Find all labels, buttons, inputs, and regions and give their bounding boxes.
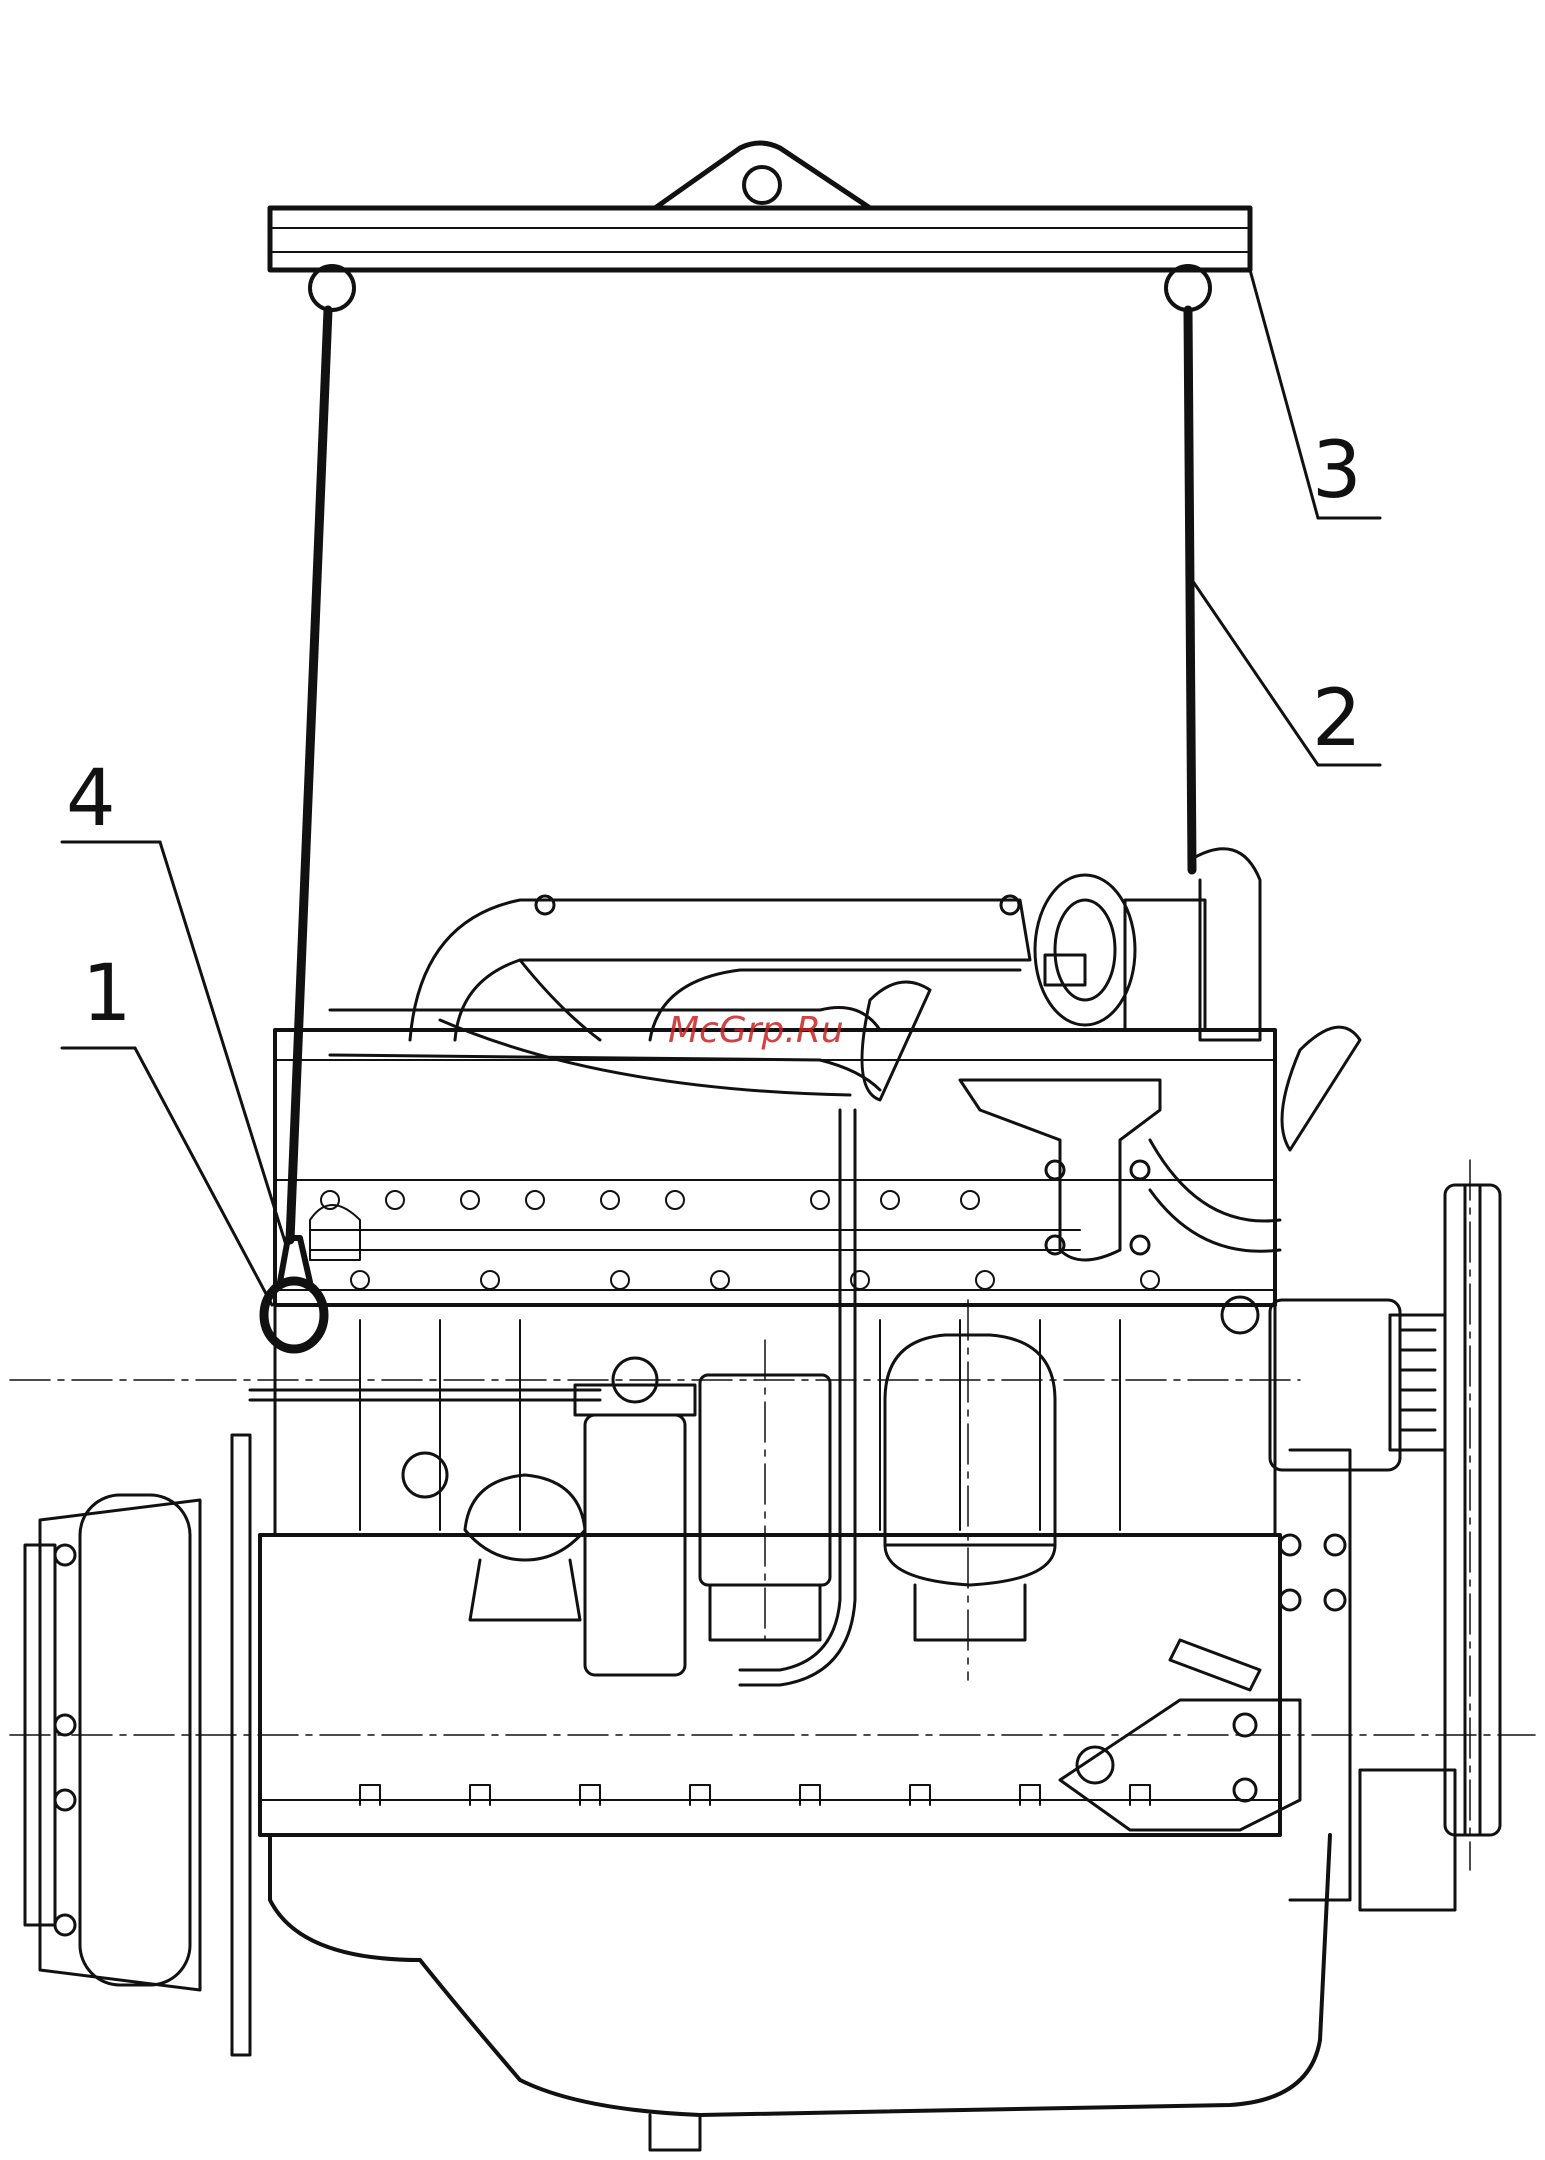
turbocharger — [1035, 849, 1260, 1040]
flywheel-housing — [25, 1435, 250, 2055]
engine-block — [260, 1030, 1330, 2150]
watermark: McGrp.Ru — [668, 1010, 844, 1051]
centerlines — [10, 1160, 1535, 1870]
oil-filter-left — [575, 1358, 695, 1675]
callout-1: 1 — [82, 955, 132, 1033]
sling-left — [290, 310, 328, 1240]
callout-2: 2 — [1312, 680, 1362, 758]
exhaust-flange — [960, 1080, 1160, 1260]
head-bolts — [310, 1191, 1159, 1289]
leader-lines — [62, 270, 1380, 1305]
sling-right — [1188, 310, 1192, 870]
callout-3: 3 — [1312, 432, 1362, 510]
callout-4: 4 — [66, 760, 116, 838]
front-pulleys — [1280, 1185, 1500, 1910]
alternator — [1222, 1297, 1445, 1470]
lifting-beam — [270, 143, 1250, 310]
